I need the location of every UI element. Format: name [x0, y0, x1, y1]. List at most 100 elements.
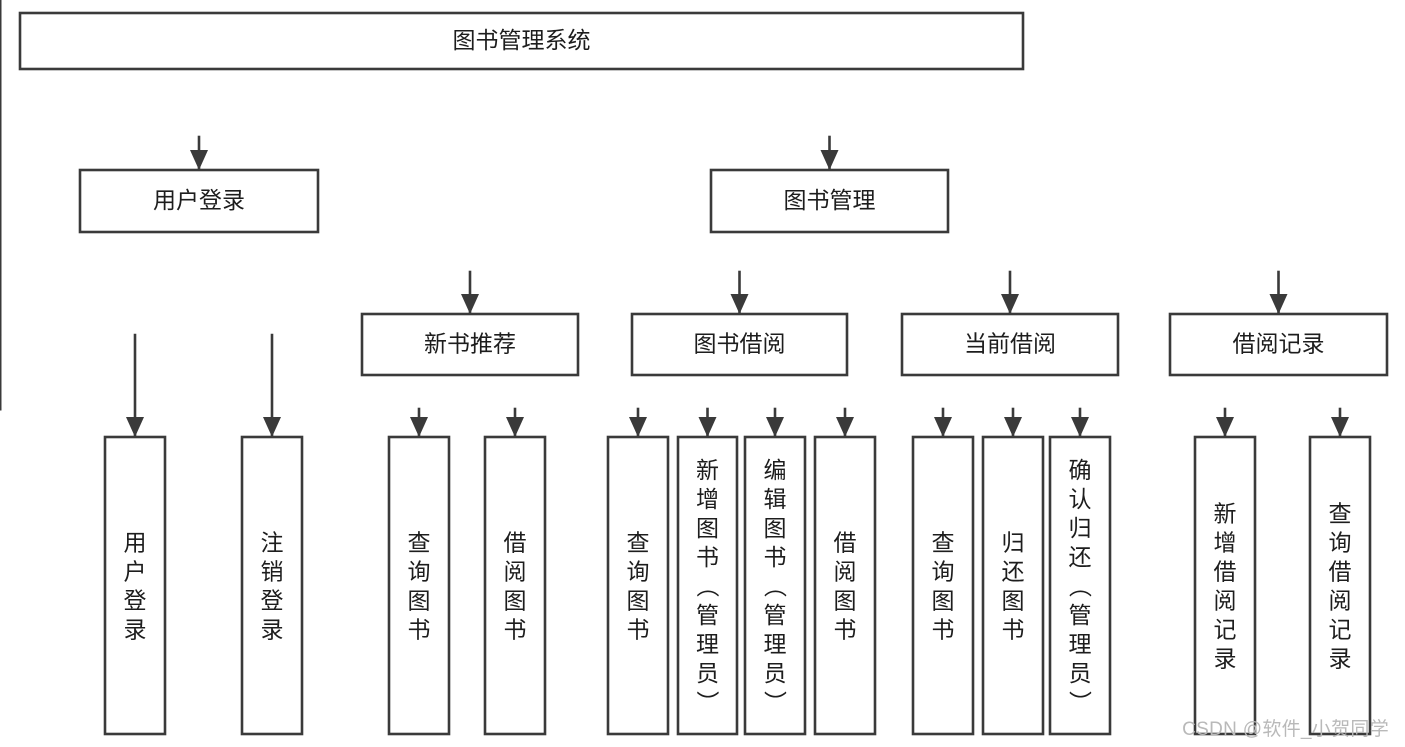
node-box-rect: [1308, 435, 1372, 736]
arrow-head: [1269, 294, 1288, 314]
leaf-label-char: 管: [1069, 602, 1092, 628]
leaf-label-char: 新: [696, 457, 719, 483]
arrow-head: [820, 150, 839, 170]
leaf-label-char: 借: [834, 530, 857, 556]
leaf-label-char: 员: [1069, 660, 1092, 686]
leaf-label-char: 书: [1002, 617, 1025, 643]
arrow-head: [506, 417, 524, 437]
arrow-head: [1331, 417, 1349, 437]
leaf-label-char: 理: [696, 631, 719, 657]
arrow-head: [461, 294, 479, 314]
leaf-label-char: 录: [1214, 646, 1237, 672]
leaf-label-char: ）: [1067, 691, 1093, 714]
node-box-rect: [1048, 435, 1112, 736]
leaf-label-char: 员: [696, 660, 719, 686]
leaf-label-char: 借: [504, 530, 527, 556]
leaf-label-char: 增: [1214, 530, 1237, 556]
node-label: 图书管理系统: [453, 27, 591, 53]
leaf-label-char: 书: [932, 617, 955, 643]
node-box-rect: [981, 435, 1045, 736]
node-box-rect: [240, 435, 304, 736]
node-book-borrow[interactable]: 图书借阅: [630, 312, 849, 377]
node-box-rect: [911, 435, 975, 736]
node-box-rect: [630, 312, 849, 377]
leaf-label-char: 用: [124, 530, 147, 556]
leaf-label-char: 还: [1069, 544, 1092, 570]
arrow-head: [1001, 294, 1019, 314]
leaf-label-char: 图: [834, 588, 857, 614]
leaf-label-char: 查: [932, 530, 955, 556]
node-book-manage[interactable]: 图书管理: [709, 168, 950, 234]
arrow-head: [766, 417, 784, 437]
node-box-rect: [743, 435, 807, 736]
arrow-head: [190, 150, 208, 170]
node-box-rect: [1193, 435, 1257, 736]
leaf-label-char: 还: [1002, 559, 1025, 585]
leaf-label-char: 归: [1069, 515, 1092, 541]
arrow-head: [1004, 417, 1022, 437]
arrow-head: [698, 417, 717, 437]
leaf-label-char: 查: [408, 530, 431, 556]
leaf-label-char: 书: [408, 617, 431, 643]
leaf-label-char: ）: [762, 691, 788, 714]
leaf-label-char: 图: [1002, 588, 1025, 614]
arrow-head: [934, 417, 952, 437]
arrow-head: [836, 417, 854, 437]
leaf-label-char: 记: [1329, 617, 1352, 643]
leaf-label-char: 阅: [504, 559, 527, 585]
leaf-label-char: 编: [764, 457, 787, 483]
leaf-label-char: 员: [764, 660, 787, 686]
node-root-system[interactable]: 图书管理系统: [18, 11, 1025, 71]
leaf-label-char: 询: [932, 559, 955, 585]
arrow-head: [410, 417, 428, 437]
node-box-rect: [483, 435, 547, 736]
leaf-label-char: 图: [764, 515, 787, 541]
leaf-label-char: 新: [1214, 501, 1237, 527]
leaf-label-char: 记: [1214, 617, 1237, 643]
leaf-label-char: 询: [408, 559, 431, 585]
node-box-rect: [709, 168, 950, 234]
node-box-rect: [813, 435, 877, 736]
node-leaf-user-login[interactable]: 用户登录: [103, 435, 167, 736]
leaf-label-char: 辑: [764, 486, 787, 512]
leaf-label-char: 图: [696, 515, 719, 541]
leaf-label-char: 书: [764, 544, 787, 570]
leaf-label-char: 图: [932, 588, 955, 614]
leaf-label-char: 图: [504, 588, 527, 614]
node-label: 图书管理: [784, 187, 876, 213]
leaf-label-char: 增: [696, 486, 719, 512]
node-current-borrow[interactable]: 当前借阅: [900, 312, 1120, 377]
leaf-label-char: 书: [834, 617, 857, 643]
node-box-rect: [676, 435, 739, 736]
leaf-label-char: 理: [764, 631, 787, 657]
leaf-label-char: 录: [261, 617, 284, 643]
node-box-rect: [387, 435, 451, 736]
node-borrow-record[interactable]: 借阅记录: [1168, 312, 1389, 377]
leaf-label-char: 借: [1329, 559, 1352, 585]
node-box-rect: [18, 11, 1025, 71]
leaf-label-char: 阅: [1214, 588, 1237, 614]
leaf-label-char: 阅: [834, 559, 857, 585]
leaf-label-char: 录: [124, 617, 147, 643]
leaf-label-char: 图: [408, 588, 431, 614]
node-user-login[interactable]: 用户登录: [78, 168, 320, 234]
arrow-head: [263, 417, 281, 437]
leaf-label-char: （: [1067, 575, 1093, 598]
node-new-book-recommend[interactable]: 新书推荐: [360, 312, 580, 377]
leaf-label-char: 理: [1069, 631, 1092, 657]
arrow-head: [1071, 417, 1089, 437]
node-label: 用户登录: [153, 187, 245, 213]
